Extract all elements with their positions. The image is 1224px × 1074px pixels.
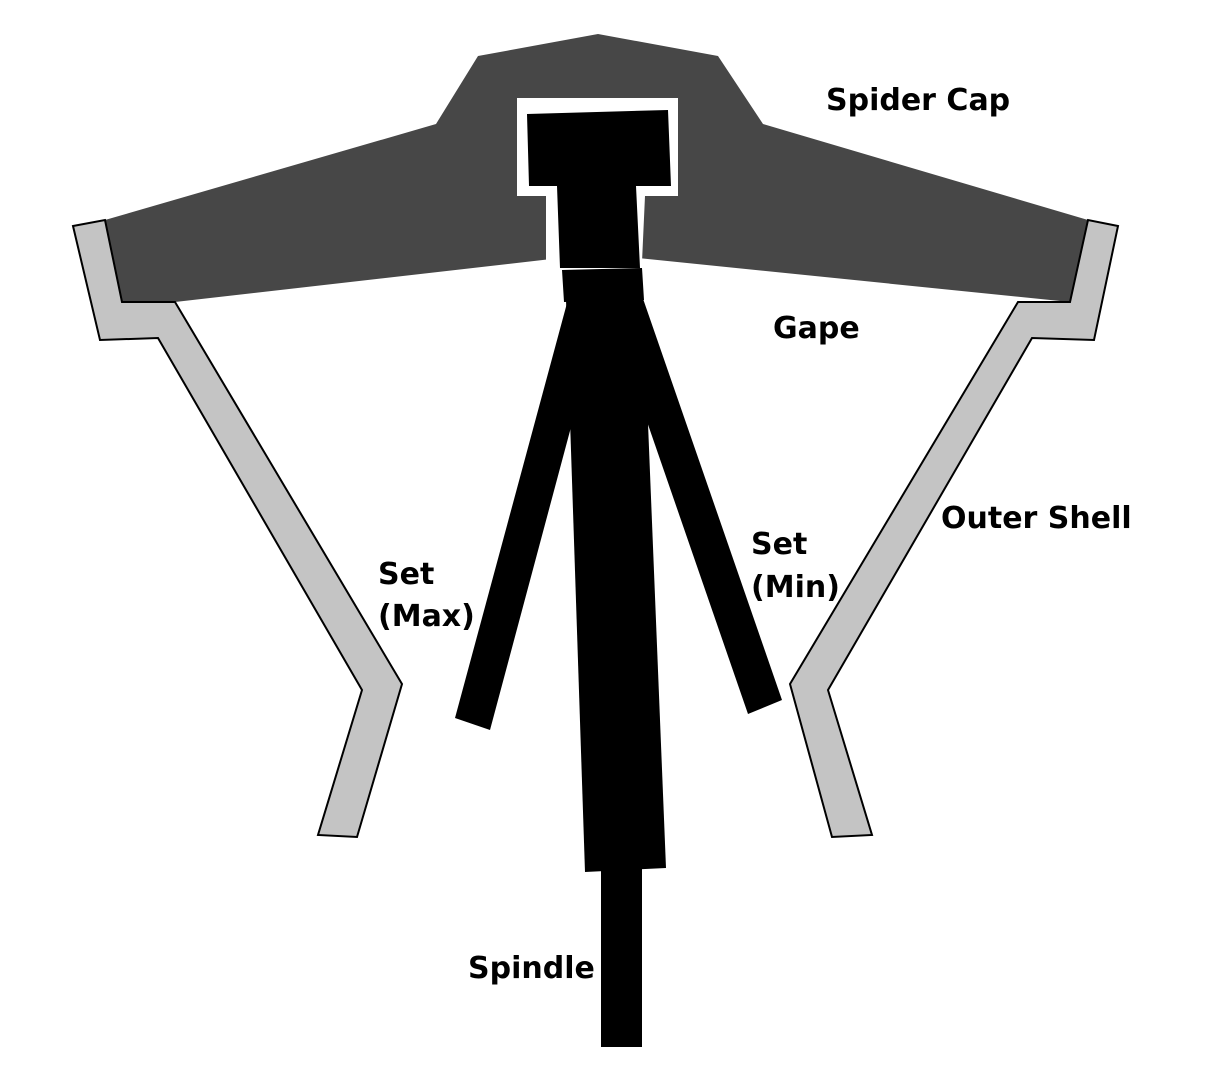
spindle-label: Spindle	[468, 951, 595, 986]
set-min-label-line1: Set	[751, 527, 807, 562]
spider-cap-label: Spider Cap	[826, 83, 1010, 118]
outer-shell-left	[71, 218, 404, 839]
set-max-label-line1: Set	[378, 557, 434, 592]
spindle-neck	[562, 268, 644, 302]
spindle-head	[527, 110, 671, 268]
set-max-label-line2: (Max)	[378, 599, 475, 634]
set-min-arm	[605, 290, 782, 714]
outer-shell-right	[788, 218, 1120, 839]
spindle-body	[566, 300, 666, 872]
gape-label: Gape	[773, 311, 860, 346]
spindle-shaft	[601, 868, 642, 1047]
set-max-arm	[455, 292, 605, 730]
set-min-label-line2: (Min)	[751, 570, 840, 605]
outer-shell-label: Outer Shell	[941, 501, 1132, 536]
